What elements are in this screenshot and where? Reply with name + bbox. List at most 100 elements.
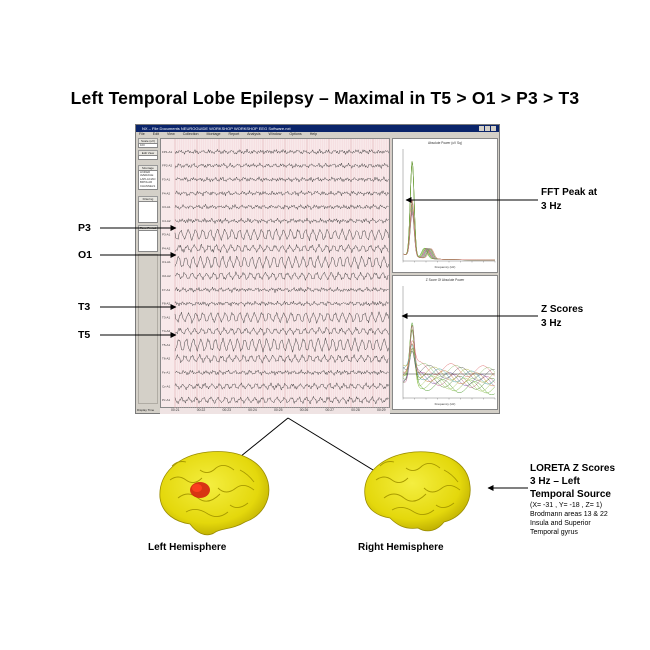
menu-montage[interactable]: Montage [206, 132, 221, 136]
maximize-button[interactable] [485, 126, 490, 131]
channel-trace [174, 310, 389, 325]
channel-trace [174, 353, 389, 365]
eeg-application-window: NX – File Documents NEUROGUIDE WORKSHOP … [135, 124, 500, 414]
spectrum-series-line [402, 328, 495, 392]
menu-report[interactable]: Report [228, 132, 240, 136]
montage-item[interactable]: LAPLACIAN [140, 176, 156, 181]
channel-label: P4-A2 [162, 246, 171, 250]
channel-label: F7-A1 [162, 288, 171, 292]
channel-label: FP1-A1 [162, 150, 173, 154]
channel-label: O2-A2 [162, 274, 171, 278]
spectrum-series-line [402, 199, 495, 261]
montage-item[interactable]: BIPOLAR [140, 180, 153, 185]
montage-item[interactable]: CHANNELS [140, 183, 156, 188]
minimize-button[interactable] [479, 126, 484, 131]
channel-trace [174, 148, 389, 156]
fft-spectrum-plot [402, 149, 496, 263]
channel-label: C3-A1 [162, 205, 171, 209]
channel-trace [174, 300, 389, 308]
loreta-title-1: LORETA Z Scores [530, 463, 616, 474]
label-o1: O1 [78, 249, 93, 261]
fft-panel-xlabel: Frequency (Hz) [434, 265, 456, 269]
menu-collection[interactable]: Collection [182, 132, 199, 136]
channel-trace [174, 217, 389, 225]
loreta-coords: (X= -31 , Y= -18 , Z= 1) [530, 502, 603, 509]
menu-bar: File Edit View Collection Montage Report… [136, 132, 499, 137]
left-hemisphere-brain [159, 451, 270, 536]
montage-item[interactable]: LINKED [140, 170, 151, 174]
channel-trace [174, 189, 389, 197]
loreta-title-3: Temporal Source [530, 489, 611, 500]
channel-trace [174, 326, 389, 337]
channel-trace [174, 203, 389, 211]
spectrum-series-line [402, 340, 495, 377]
channel-label: T5-A1 [162, 343, 171, 347]
channel-label: T6-A2 [162, 357, 171, 361]
right-hemisphere-brain [364, 451, 471, 532]
close-button[interactable] [491, 126, 496, 131]
channel-trace [174, 369, 389, 377]
menu-file[interactable]: File [139, 132, 145, 136]
zscore-spectrum-plot [402, 286, 496, 400]
zscore-panel: Z Score Of Absolute Power Frequency (Hz) [392, 275, 498, 410]
menu-edit[interactable]: Edit [152, 132, 159, 136]
fft-peak-annotation: FFT Peak at 3 Hz [541, 186, 597, 214]
channel-trace [174, 337, 389, 353]
channel-label: C4-A2 [162, 219, 171, 223]
montage-list[interactable]: LINKED AVERAGE LAPLACIAN BIPOLAR CHANNEL… [138, 170, 158, 190]
eeg-traces: FP1-A1FP2-A2F3-A1F4-A2C3-A1C4-A2P3-A1P4-… [162, 139, 391, 409]
zscore-line2: 3 Hz [541, 318, 562, 329]
channel-label: T3-A1 [162, 315, 171, 319]
display-time-label: Display Time [137, 408, 155, 412]
time-tick: 00:25 [274, 408, 283, 412]
fft-peak-line2: 3 Hz [541, 201, 562, 212]
time-tick: 00:23 [222, 408, 232, 412]
z-panel-xlabel: Frequency (Hz) [434, 402, 456, 406]
channel-trace [174, 395, 389, 405]
channel-label: O1-A1 [162, 260, 171, 264]
window-title: NX – File Documents NEUROGUIDE WORKSHOP … [142, 126, 291, 131]
time-tick: 00:26 [299, 408, 309, 412]
menu-window[interactable]: Window [268, 132, 282, 136]
loreta-region-2: Temporal gyrus [530, 529, 578, 536]
channel-label: FP2-A2 [162, 164, 173, 168]
channel-label: Fz-A1 [162, 371, 170, 375]
spectrum-series-line [402, 329, 495, 390]
fft-power-panel: Absolute Power (uV Sq) Frequency (Hz) [392, 138, 498, 273]
loreta-title-2: 3 Hz – Left [530, 476, 581, 487]
menu-view[interactable]: View [167, 132, 175, 136]
loreta-brodmann: Brodmann areas 13 & 22 [530, 511, 608, 518]
channel-label: F3-A1 [162, 177, 171, 181]
menu-analysis[interactable]: Analysis [247, 132, 261, 136]
channel-trace [174, 381, 389, 391]
time-period-list[interactable] [138, 230, 158, 252]
z-panel-title: Z Score Of Absolute Power [425, 278, 465, 282]
label-t5: T5 [78, 329, 91, 341]
edit-view-field[interactable] [138, 155, 158, 160]
label-p3: P3 [78, 222, 91, 234]
time-tick: 00:21 [171, 408, 180, 412]
channel-trace [174, 255, 389, 270]
page-title: Left Temporal Lobe Epilepsy – Maximal in… [70, 88, 580, 108]
montage-item[interactable]: AVERAGE [140, 173, 154, 178]
channel-trace [174, 271, 389, 282]
fft-panel-title: Absolute Power (uV Sq) [427, 141, 463, 145]
time-tick: 00:24 [248, 408, 257, 412]
filter-list[interactable] [138, 201, 158, 223]
channel-trace [174, 162, 389, 170]
channel-label: P3-A1 [162, 233, 171, 237]
spectrum-series-line [402, 347, 495, 387]
channel-label: Cz-A1 [162, 384, 171, 388]
menu-help[interactable]: Help [309, 132, 318, 136]
channel-label: Pz-A1 [162, 398, 171, 402]
window-title-bar: NX – File Documents NEUROGUIDE WORKSHOP … [136, 125, 499, 132]
scale-input[interactable]: 100 [138, 143, 158, 148]
menu-options[interactable]: Options [289, 132, 302, 136]
fft-peak-line1: FFT Peak at [541, 187, 598, 198]
channel-trace [174, 243, 389, 254]
label-t3: T3 [78, 301, 91, 313]
spectrum-series-line [402, 350, 495, 381]
